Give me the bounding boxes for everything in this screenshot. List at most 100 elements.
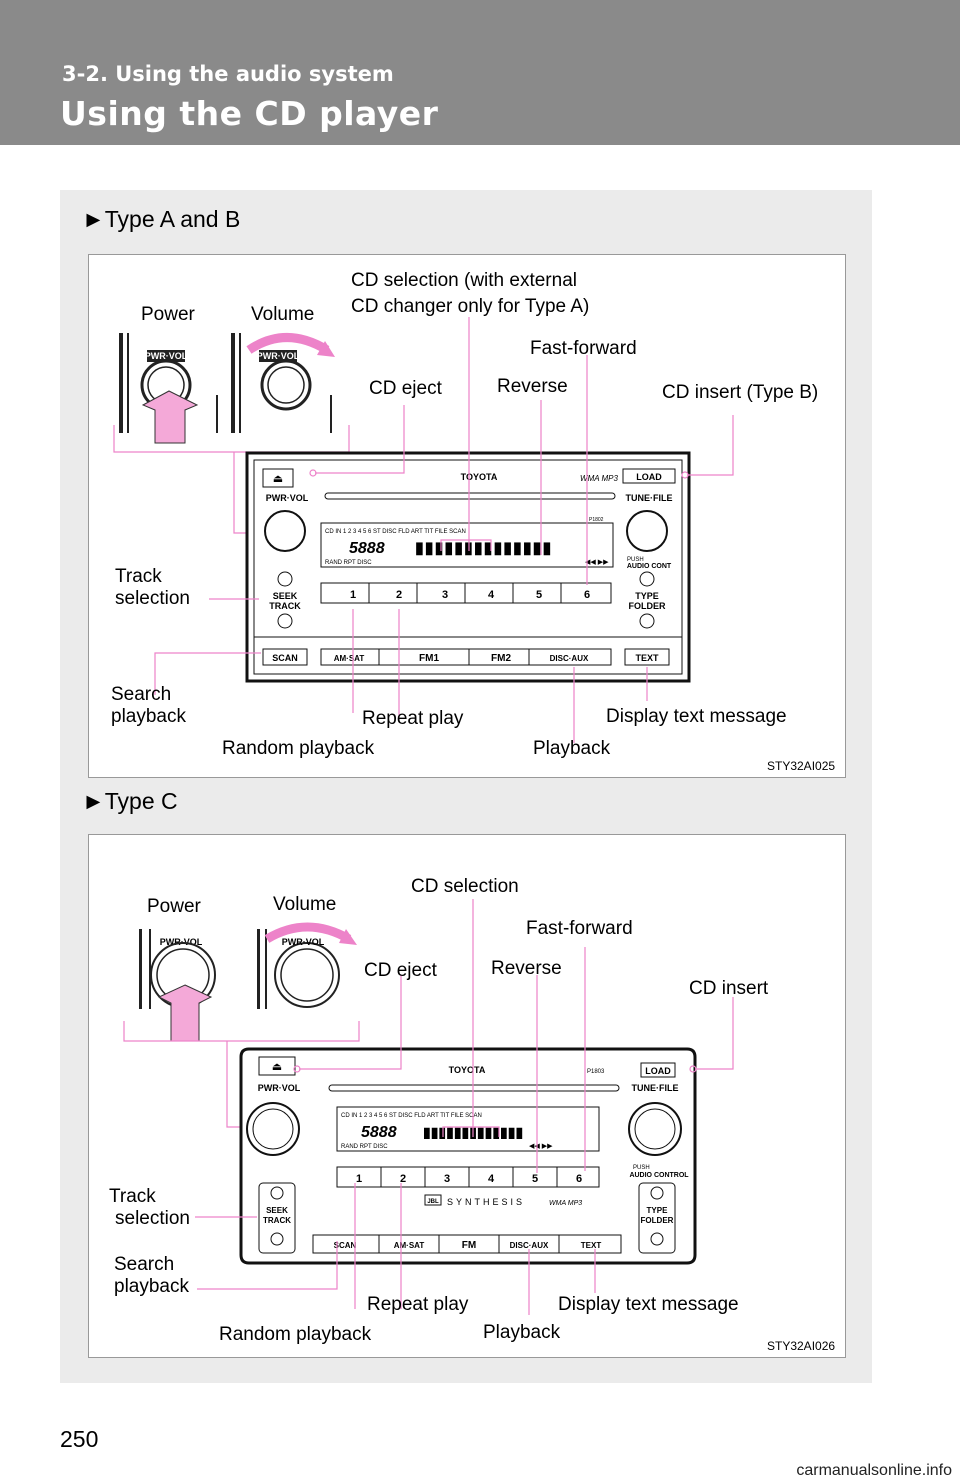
svg-text:⏏: ⏏	[273, 473, 283, 485]
svg-text:LOAD: LOAD	[636, 472, 662, 482]
svg-text:AUDIO CONT: AUDIO CONT	[627, 563, 672, 570]
svg-text:TEXT: TEXT	[635, 653, 659, 663]
figure-a-illustration: PWR·VOL PWR·VOL ⏏ TOYOTA	[111, 317, 734, 743]
svg-text:AM·SAT: AM·SAT	[394, 1241, 425, 1250]
volume-knob-inset-c: PWR·VOL	[257, 922, 357, 1009]
svg-text:PWR·VOL: PWR·VOL	[160, 937, 203, 947]
label-reverse: Reverse	[497, 376, 568, 397]
radio-unit-type-a: ⏏ TOYOTA WMA MP3 LOAD PWR·VOL TUNE·FILE …	[245, 451, 691, 683]
label-volume: Volume	[251, 304, 315, 325]
svg-text:SCAN: SCAN	[334, 1241, 357, 1250]
label-cd-eject: CD eject	[369, 378, 442, 399]
label-track-line2: selection	[115, 588, 190, 609]
svg-text:SEEK: SEEK	[273, 591, 298, 601]
label-repeat-play-c: Repeat play	[367, 1294, 469, 1315]
label-power-c: Power	[147, 896, 201, 917]
label-track-c-line2: selection	[115, 1208, 190, 1229]
power-knob-inset: PWR·VOL	[111, 333, 211, 444]
svg-text:DISC·AUX: DISC·AUX	[510, 1241, 549, 1250]
svg-text:SEEK: SEEK	[266, 1206, 288, 1215]
svg-text:RAND RPT DISC: RAND RPT DISC	[341, 1144, 388, 1150]
svg-text:TEXT: TEXT	[581, 1241, 602, 1250]
figure-type-a-b: PWR·VOL PWR·VOL ⏏ TOYOTA	[88, 254, 846, 778]
leader-lines-c	[195, 899, 734, 1315]
svg-text:TYPE: TYPE	[647, 1206, 669, 1215]
label-cd-insert: CD insert (Type B)	[662, 382, 819, 403]
svg-text:1: 1	[350, 589, 356, 601]
svg-text:4: 4	[488, 589, 495, 601]
svg-text:WMA MP3: WMA MP3	[580, 474, 618, 483]
svg-text:AUDIO CONTROL: AUDIO CONTROL	[629, 1172, 689, 1179]
leader-lines-a	[154, 317, 734, 743]
svg-text:CD IN 1 2 3 4 5 6 ST DISC: CD IN 1 2 3 4 5 6 ST DISC FLD ART TIT FI…	[341, 1113, 482, 1119]
page-number: 250	[60, 1426, 99, 1452]
svg-text:5: 5	[532, 1173, 538, 1185]
label-search-c-line2: playback	[114, 1276, 189, 1297]
svg-text:⏏: ⏏	[272, 1061, 282, 1073]
svg-text:TRACK: TRACK	[263, 1216, 291, 1225]
label-repeat-play: Repeat play	[362, 708, 464, 729]
figure-c-illustration: PWR·VOL PWR·VOL ⏏ TOYOTA P1803 LOAD PWR·…	[123, 899, 734, 1315]
svg-text:P1803: P1803	[587, 1069, 605, 1075]
label-track-c-line1: Track	[109, 1186, 156, 1207]
label-cd-eject-c: CD eject	[364, 960, 437, 981]
svg-text:DISC·AUX: DISC·AUX	[550, 654, 589, 663]
page-header: 3-2. Using the audio system Using the CD…	[0, 0, 960, 145]
page-title: Using the CD player	[60, 94, 439, 133]
svg-text:6: 6	[576, 1173, 582, 1185]
label-volume-c: Volume	[273, 894, 337, 915]
svg-text:PWR·VOL: PWR·VOL	[258, 1083, 301, 1093]
svg-text:TUNE·FILE: TUNE·FILE	[632, 1083, 679, 1093]
figure-code-c: STY32AI026	[767, 1339, 836, 1353]
label-track-line1: Track	[115, 566, 162, 587]
svg-text:AM·SAT: AM·SAT	[334, 654, 365, 663]
svg-text:1: 1	[356, 1173, 362, 1185]
svg-text:FM1: FM1	[419, 653, 439, 664]
svg-text:5: 5	[536, 589, 542, 601]
svg-text:SCAN: SCAN	[272, 653, 298, 663]
svg-text:◀◀ ▶▶: ◀◀ ▶▶	[529, 1143, 553, 1150]
svg-text:PWR·VOL: PWR·VOL	[266, 493, 309, 503]
svg-text:LOAD: LOAD	[645, 1066, 671, 1076]
svg-text:5888: 5888	[361, 1124, 397, 1141]
label-search-c-line1: Search	[114, 1254, 175, 1275]
svg-text:TUNE·FILE: TUNE·FILE	[626, 493, 673, 503]
svg-text:PWR·VOL: PWR·VOL	[257, 351, 300, 361]
svg-text:JBL: JBL	[427, 1199, 439, 1205]
label-cd-insert-c: CD insert	[689, 978, 769, 999]
label-fast-forward: Fast-forward	[530, 338, 637, 359]
svg-text:2: 2	[396, 589, 402, 601]
svg-text:FOLDER: FOLDER	[641, 1216, 674, 1225]
figure-type-c: PWR·VOL PWR·VOL ⏏ TOYOTA P1803 LOAD PWR·…	[88, 834, 846, 1358]
svg-text:TYPE: TYPE	[635, 591, 659, 601]
svg-text:P1802: P1802	[589, 517, 604, 523]
heading-type-a-b: ►Type A and B	[82, 206, 241, 232]
label-cd-selection-line1: CD selection (with external	[351, 270, 577, 291]
svg-text:RAND RPT DISC: RAND RPT DISC	[325, 560, 372, 566]
svg-text:PUSH: PUSH	[627, 557, 644, 563]
label-random-playback: Random playback	[222, 738, 375, 759]
svg-text:TOYOTA: TOYOTA	[461, 472, 498, 482]
label-cd-selection-c: CD selection	[411, 876, 519, 897]
svg-text:◀◀ ▶▶: ◀◀ ▶▶	[585, 559, 609, 566]
svg-text:5888: 5888	[349, 540, 385, 557]
label-power: Power	[141, 304, 195, 325]
svg-text:PUSH: PUSH	[633, 1165, 650, 1171]
svg-text:PWR·VOL: PWR·VOL	[282, 937, 325, 947]
svg-text:3: 3	[444, 1173, 450, 1185]
power-knob-inset-c: PWR·VOL	[139, 929, 216, 1042]
volume-knob-inset: PWR·VOL	[216, 333, 335, 433]
svg-text:PWR·VOL: PWR·VOL	[145, 351, 188, 361]
svg-text:3: 3	[442, 589, 448, 601]
svg-text:SYNTHESIS: SYNTHESIS	[447, 1197, 525, 1207]
label-reverse-c: Reverse	[491, 958, 562, 979]
label-fast-forward-c: Fast-forward	[526, 918, 633, 939]
svg-text:WMA MP3: WMA MP3	[549, 1200, 582, 1207]
heading-type-c: ►Type C	[82, 788, 178, 814]
svg-text:FOLDER: FOLDER	[629, 601, 666, 611]
svg-text:FM: FM	[462, 1240, 476, 1251]
label-search-line1: Search	[111, 684, 172, 705]
watermark: carmanualsonline.info	[796, 1462, 952, 1479]
section-title: 3-2. Using the audio system	[62, 62, 394, 86]
label-playback-c: Playback	[483, 1322, 561, 1343]
